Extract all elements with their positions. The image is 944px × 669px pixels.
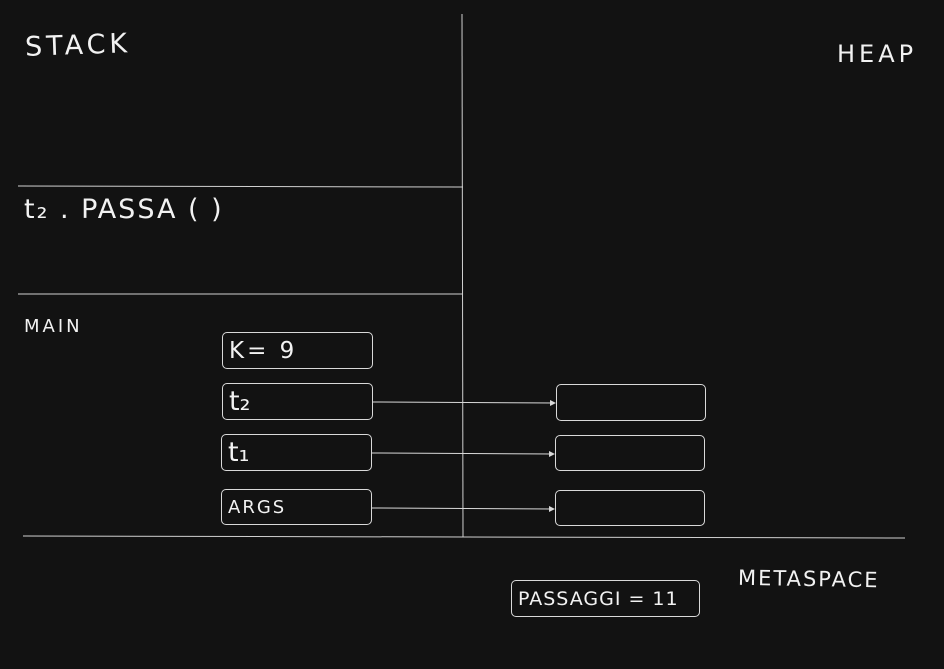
metaspace-static-passaggi-label: PASSAGGI = 11: [518, 587, 679, 610]
heap-object-t2[interactable]: [556, 384, 706, 421]
metaspace-region-label: METASPACE: [737, 565, 880, 593]
stack-heap-divider: [461, 13, 464, 538]
stack-var-k[interactable]: K= 9: [222, 332, 373, 369]
main-frame-label: MAIN: [24, 316, 83, 337]
frame-separator-top: [17, 185, 464, 188]
heap-region-label: HEAP: [837, 40, 918, 68]
heap-object-t1[interactable]: [555, 435, 705, 471]
stack-var-t2-label: t₂: [229, 386, 251, 417]
passa-frame-label: t₂ . PASSA ( ): [24, 194, 224, 225]
metaspace-static-passaggi[interactable]: PASSAGGI = 11: [511, 580, 700, 617]
stack-var-args[interactable]: ARGS: [221, 489, 372, 525]
metaspace-divider: [22, 535, 906, 539]
stack-region-label: STACK: [24, 28, 132, 63]
arrow-args-to-heap: [371, 505, 555, 512]
stack-var-t1[interactable]: t₁: [221, 434, 372, 471]
arrow-t1-to-heap: [371, 450, 555, 457]
stack-var-t2[interactable]: t₂: [222, 383, 373, 420]
stack-var-t1-label: t₁: [228, 437, 250, 468]
heap-object-args[interactable]: [555, 490, 705, 526]
stack-var-args-label: ARGS: [228, 496, 287, 518]
stack-var-k-label: K= 9: [229, 337, 298, 364]
arrow-t2-to-heap: [372, 399, 556, 406]
